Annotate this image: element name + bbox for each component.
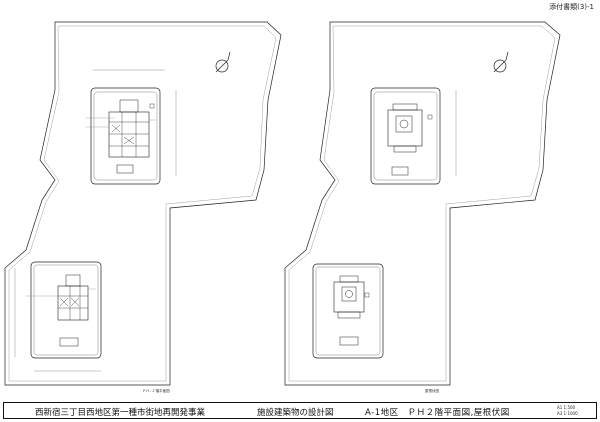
- left-plan-caption: P H - 2 階平面図: [143, 389, 170, 393]
- right-site-plan: [284, 21, 561, 386]
- right-site-inner-boundary: [288, 25, 556, 382]
- left-lower-building: [14, 261, 102, 372]
- right-plan-caption: 屋根伏図: [425, 389, 439, 393]
- right-lower-roof: [312, 263, 384, 359]
- right-upper-roof: [370, 87, 457, 185]
- left-upper-building: [86, 69, 177, 185]
- right-north-arrow: [493, 51, 509, 73]
- left-site-plan: [4, 21, 282, 386]
- scale-a1: A1 1:500: [557, 405, 576, 410]
- left-site-boundary: [4, 21, 282, 386]
- title-block: 西新宿三丁目西地区第一種市街地再開発事業 施設建築物の設計図 A-1地区 ＰＨ２…: [3, 402, 597, 419]
- sheet-title: A-1地区 ＰＨ２階平面図,屋根伏図: [365, 408, 510, 418]
- document-type: 施設建築物の設計図: [257, 408, 334, 418]
- right-site-boundary: [284, 21, 561, 386]
- scale-a3: A3 1:1000: [557, 411, 578, 416]
- left-north-arrow: [215, 51, 231, 73]
- left-site-inner-boundary: [8, 25, 277, 382]
- project-name: 西新宿三丁目西地区第一種市街地再開発事業: [35, 408, 206, 418]
- document-reference: 添付書類(3)-1: [549, 3, 594, 11]
